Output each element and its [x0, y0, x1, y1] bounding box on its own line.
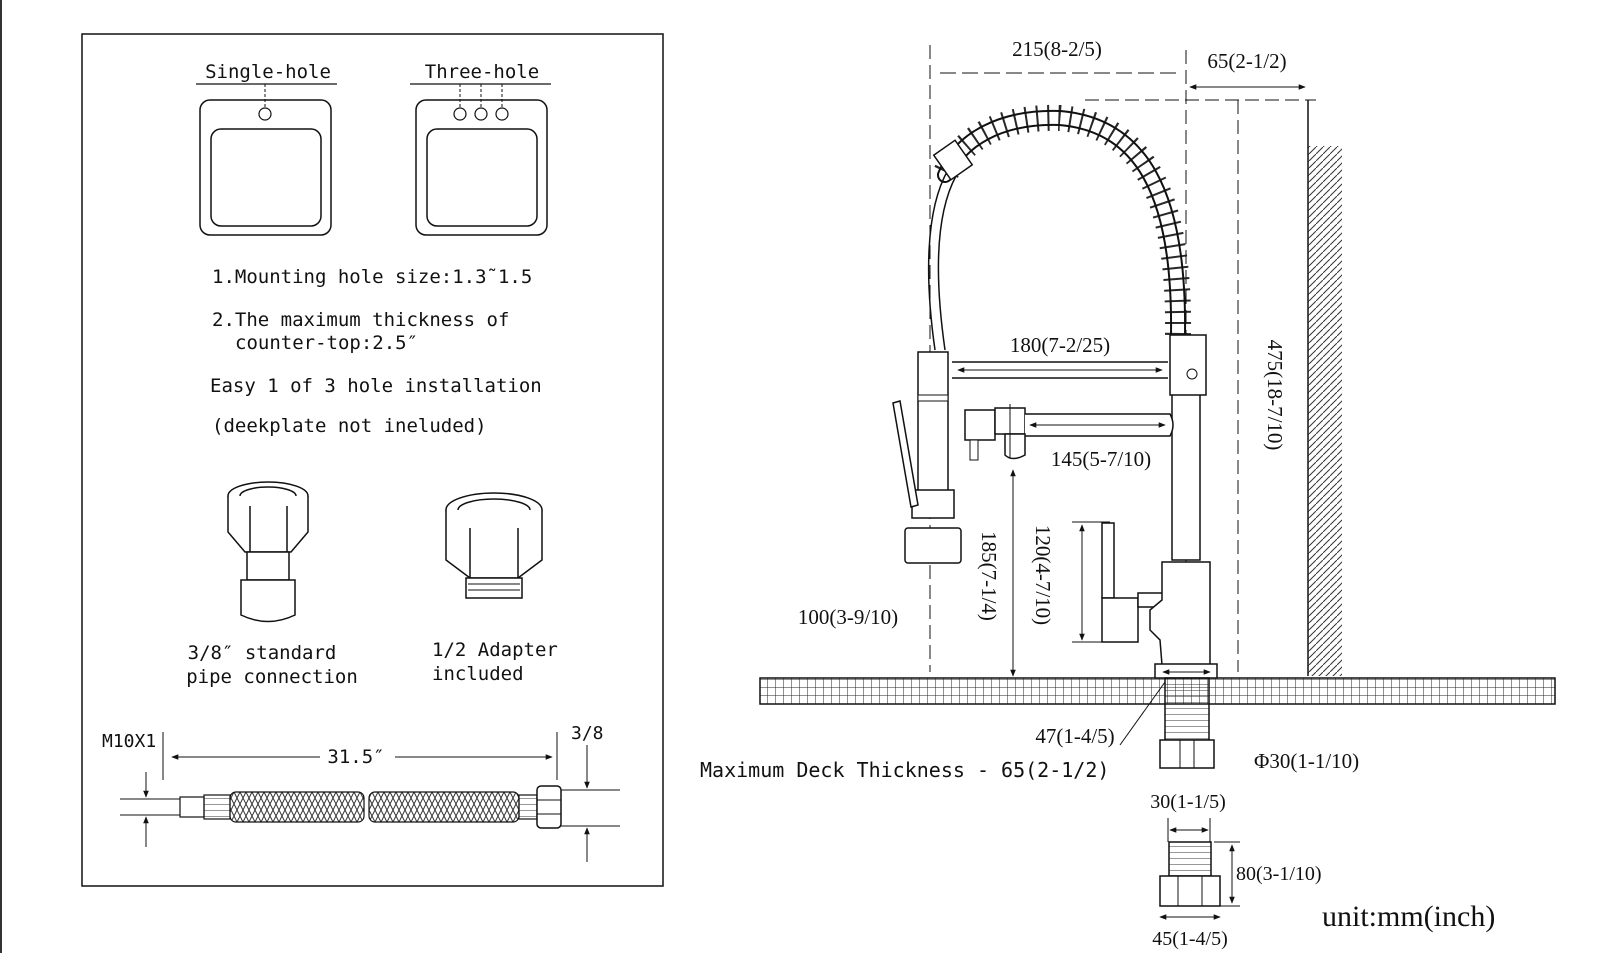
- thickness-note-line1: 2.The maximum thickness of: [212, 309, 509, 331]
- thickness-note-line2: counter-top:2.5″: [235, 332, 418, 354]
- hose-thread-label: M10X1: [102, 731, 156, 752]
- pipe-connection-label-line2: pipe connection: [186, 666, 358, 688]
- countertop: [759, 677, 1556, 705]
- max-deck-thickness-text: Maximum Deck Thickness - 65(2-1/2): [700, 758, 1109, 782]
- handle-span-dimension: 180(7-2/25): [1010, 333, 1110, 357]
- sprayer-offset-dimension: 100(3-9/10): [798, 605, 898, 629]
- pipe-connection-label-line1: 3/8″ standard: [188, 642, 337, 664]
- three-hole-label: Three-hole: [425, 61, 539, 83]
- wall-offset-dimension: 65(2-1/2): [1207, 49, 1286, 73]
- adapter-label-line1: 1/2 Adapter: [432, 639, 558, 661]
- reach-dimension: 215(8-2/5): [1012, 37, 1102, 61]
- panel-frame: [81, 33, 664, 887]
- height-dimension: 475(18-7/10): [1263, 340, 1287, 451]
- three-hole-sink-diagram: Three-hole: [410, 61, 551, 236]
- shank-length-dimension: 80(3-1/10): [1236, 863, 1322, 885]
- install-text: Easy 1 of 3 hole installation: [210, 375, 542, 397]
- deckplate-text: (deekplate not ineluded): [212, 415, 487, 437]
- installation-panel: Single-hole Three-hole 1.Mounting hole s…: [81, 33, 664, 887]
- single-hole-sink-diagram: Single-hole: [196, 61, 337, 236]
- adapter-icon: [445, 492, 543, 599]
- spout-height-dimension: 185(7-1/4): [977, 531, 1001, 621]
- hose-length-label: 31.5″: [327, 746, 384, 768]
- handle-height-dimension: 120(4-7/10): [1031, 525, 1055, 625]
- shank-diameter-dimension: Φ30(1-1/10): [1254, 749, 1359, 773]
- unit-label: unit:mm(inch): [1322, 900, 1495, 933]
- adapter-label-line2: included: [432, 663, 524, 685]
- pipe-connection-icon: [227, 481, 309, 623]
- nut-width-dimension: 30(1-1/5): [1150, 791, 1226, 813]
- wall-hatching: [1308, 146, 1342, 676]
- base-dimension: 47(1-4/5): [1035, 724, 1114, 748]
- single-hole-label: Single-hole: [205, 61, 331, 83]
- mounting-hole-note: 1.Mounting hole size:1.3˜1.5: [212, 266, 532, 288]
- faucet-dimension-drawing: 215(8-2/5) 65(2-1/2) 475(18-7/10) 180(7-…: [700, 37, 1556, 950]
- hose-end-label: 3/8: [571, 723, 604, 744]
- braided-hose-diagram: M10X1 3/8 31.5″: [102, 723, 620, 862]
- nut-outer-dimension: 45(1-4/5): [1152, 928, 1228, 950]
- spout-dimension: 145(5-7/10): [1051, 447, 1151, 471]
